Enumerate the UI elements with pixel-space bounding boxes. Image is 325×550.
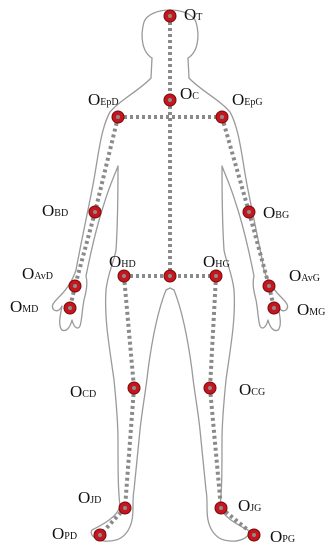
link-right-shin: [125, 388, 134, 508]
label-ocd: OCD: [70, 383, 96, 400]
label-omd: OMD: [10, 298, 38, 315]
label-ot: OT: [184, 6, 202, 23]
label-opd: OPD: [52, 525, 77, 542]
link-left-upperarm: [222, 117, 249, 212]
label-oavg: OAvG: [289, 267, 320, 284]
label-oavd: OAvD: [22, 265, 53, 282]
label-ojd: OJD: [78, 489, 101, 506]
label-ohg: OHG: [203, 253, 230, 270]
label-ocg: OCG: [239, 381, 265, 398]
label-ojg: OJG: [238, 497, 261, 514]
label-opg: OPG: [270, 528, 295, 545]
label-obg: OBG: [263, 204, 289, 221]
label-oc: OC: [180, 85, 199, 102]
link-left-thigh: [210, 276, 216, 388]
link-left-shin: [210, 388, 221, 508]
label-ohd: OHD: [109, 253, 136, 270]
label-omg: OMG: [297, 301, 325, 318]
label-oepd: OEpD: [88, 91, 119, 108]
label-obd: OBD: [42, 202, 68, 219]
label-oepg: OEpG: [232, 91, 263, 108]
link-right-thigh: [124, 276, 134, 388]
